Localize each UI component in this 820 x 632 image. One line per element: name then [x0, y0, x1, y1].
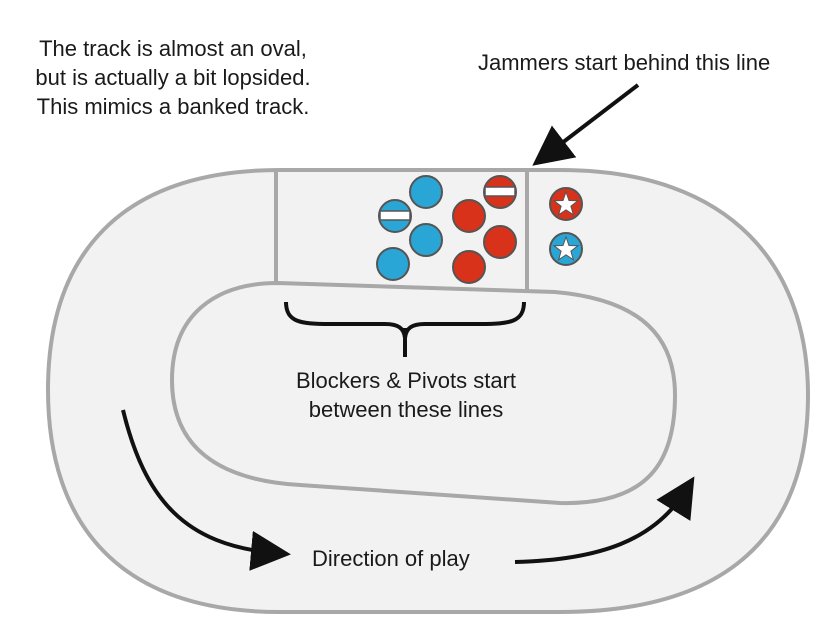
track-shape-note-line: but is actually a bit lopsided.: [35, 65, 311, 90]
pack-zone-label: Blockers & Pivots start between these li…: [256, 366, 556, 424]
blue-jammer: [549, 232, 583, 266]
red-blocker: [483, 225, 517, 259]
stripe-icon: [484, 186, 516, 197]
blue-blocker: [376, 247, 410, 281]
direction-arrow-right: [514, 476, 695, 564]
direction-arrow-left: [121, 409, 291, 571]
blue-blocker: [409, 223, 443, 257]
pack-players: [376, 175, 517, 284]
stripe-icon: [379, 210, 411, 221]
pack-zone-label-line: Blockers & Pivots start: [295, 368, 517, 393]
track-shape-note: The track is almost an oval, but is actu…: [8, 34, 338, 121]
red-jammer: [549, 187, 583, 221]
red-pivot-player: [483, 175, 517, 209]
red-blocker: [452, 250, 486, 284]
star-icon: [552, 235, 580, 261]
inner-track-boundary: [169, 280, 678, 506]
star-icon: [552, 190, 580, 216]
blue-blocker: [409, 175, 443, 209]
jammer-line-label: Jammers start behind this line: [478, 50, 771, 75]
direction-of-play-label: Direction of play: [312, 546, 470, 571]
jammer-line-pointer-arrow: [532, 83, 640, 166]
track-shape-note-line: This mimics a banked track.: [36, 94, 310, 119]
track-shape-note-line: The track is almost an oval,: [39, 36, 307, 61]
blue-pivot-player: [378, 199, 412, 233]
pack-zone-label-line: between these lines: [308, 397, 504, 422]
red-blocker: [452, 199, 486, 233]
